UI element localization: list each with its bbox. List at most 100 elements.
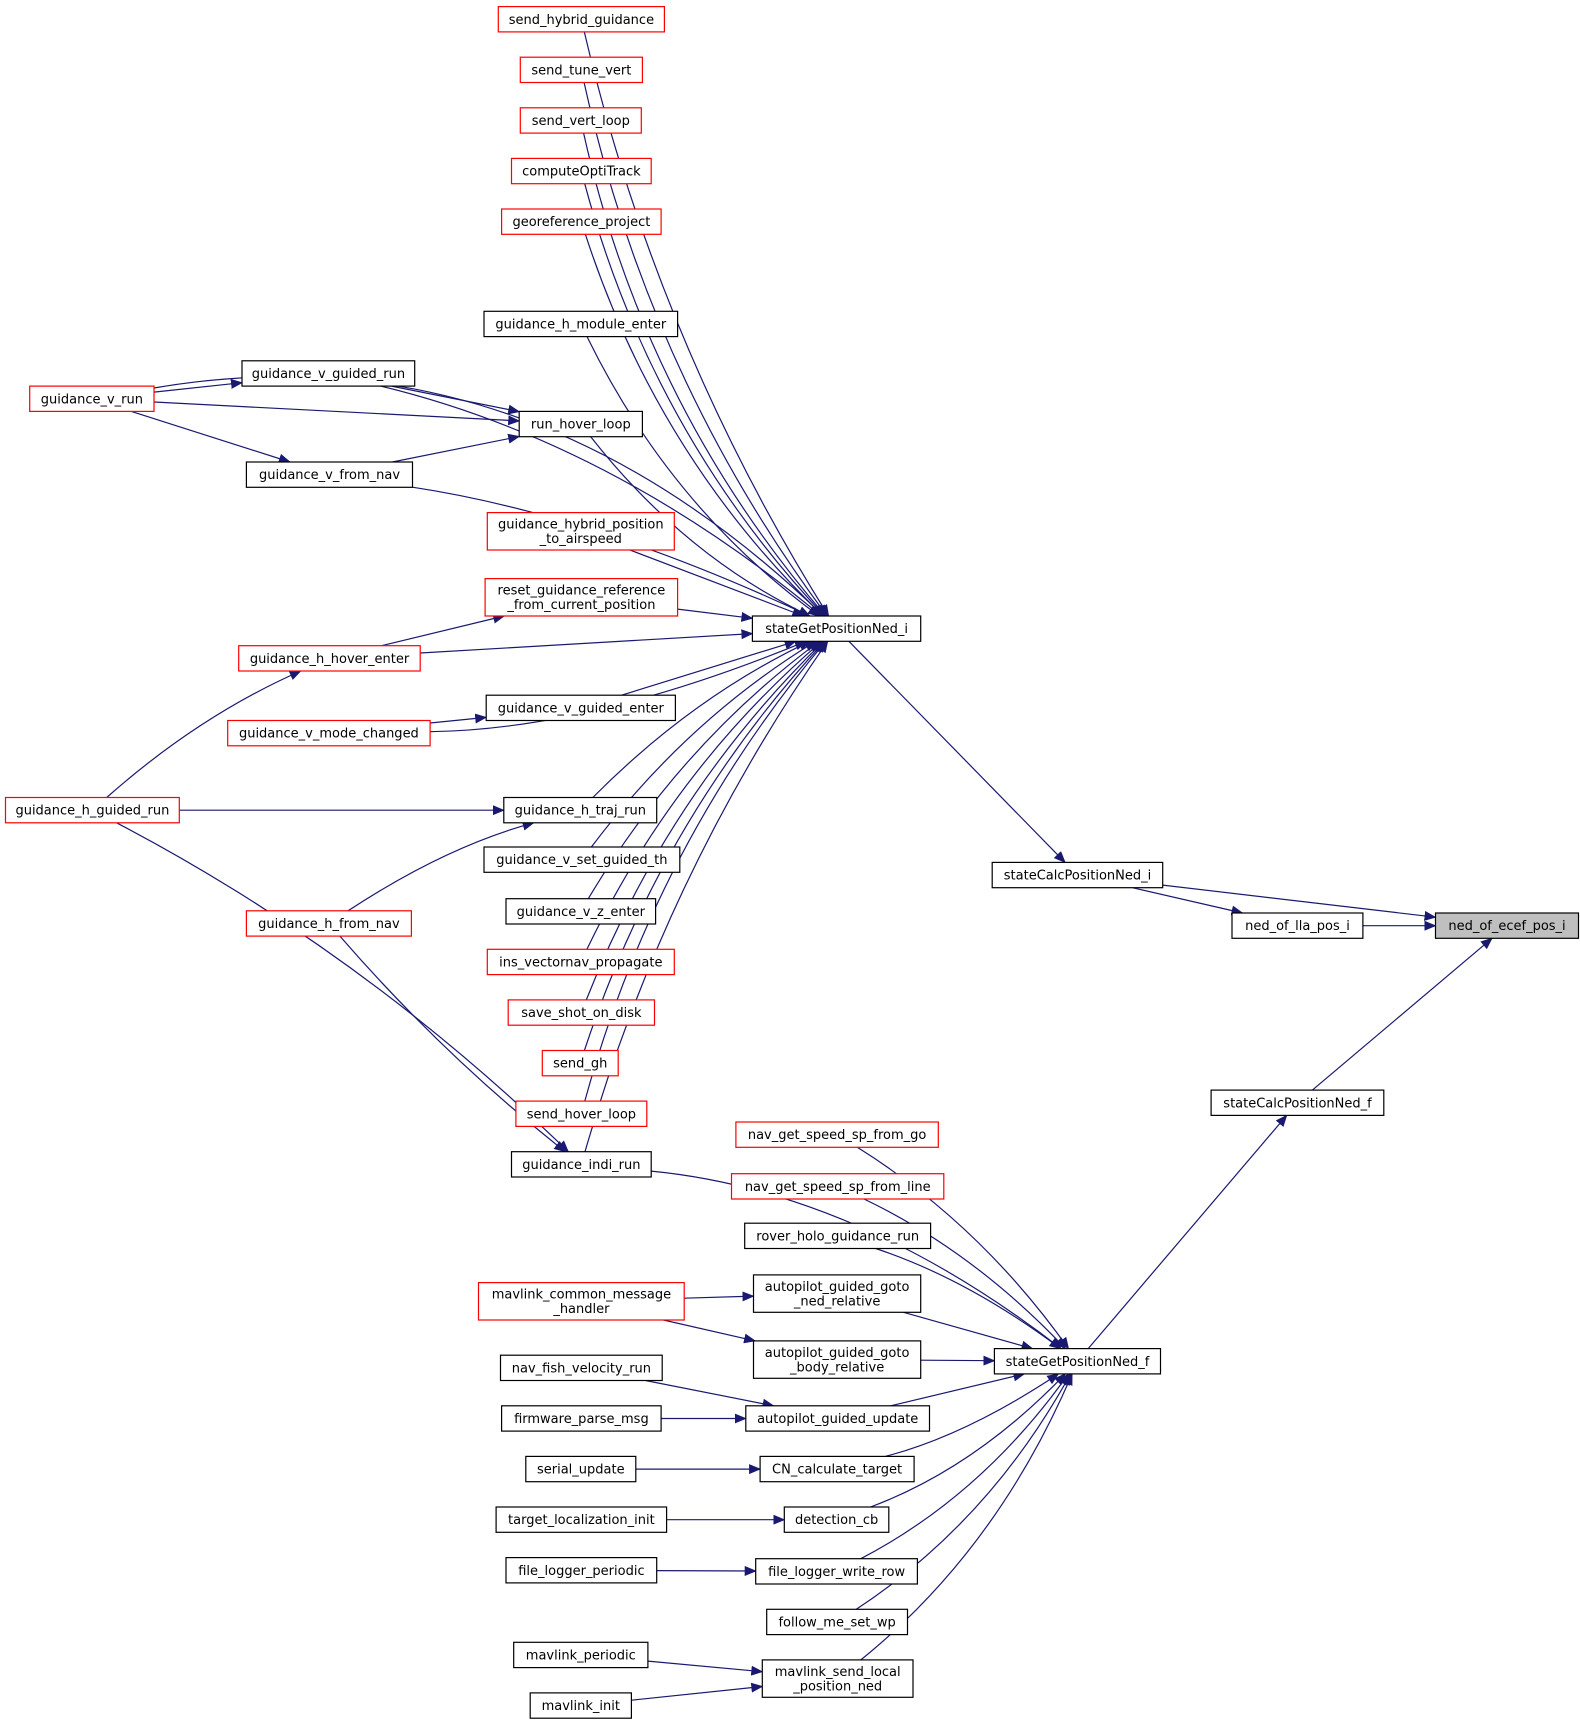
node-box xyxy=(484,577,679,617)
node-mavlink_periodic[interactable]: mavlink_periodic xyxy=(513,1641,649,1669)
node-stateCalcPositionNed_f[interactable]: stateCalcPositionNed_f xyxy=(1210,1089,1385,1116)
node-label: _from_current_position xyxy=(506,598,655,613)
node-save_shot_on_disk[interactable]: save_shot_on_disk xyxy=(507,999,656,1026)
edge-guidance_v_run-to-run_hover_loop xyxy=(153,401,521,426)
node-autopilot_guided_goto_body_relative[interactable]: autopilot_guided_goto_body_relative xyxy=(752,1340,922,1379)
node-label: guidance_indi_run xyxy=(522,1158,640,1173)
node-label: detection_cb xyxy=(795,1513,878,1528)
node-nav_get_speed_sp_from_go[interactable]: nav_get_speed_sp_from_go xyxy=(735,1121,939,1148)
node-guidance_h_hover_enter[interactable]: guidance_h_hover_enter xyxy=(238,645,421,672)
node-box xyxy=(541,1049,619,1077)
node-send_gh[interactable]: send_gh xyxy=(541,1049,619,1077)
node-guidance_h_guided_run[interactable]: guidance_h_guided_run xyxy=(4,796,180,824)
node-label: autopilot_guided_goto xyxy=(765,1280,910,1295)
node-label: nav_get_speed_sp_from_line xyxy=(745,1180,931,1195)
node-guidance_v_run[interactable]: guidance_v_run xyxy=(29,385,155,413)
node-rover_holo_guidance_run[interactable]: rover_holo_guidance_run xyxy=(744,1222,932,1250)
node-label: mavlink_init xyxy=(542,1699,620,1714)
node-box xyxy=(505,898,657,925)
node-box xyxy=(227,719,431,747)
node-box xyxy=(1231,912,1364,939)
node-firmware_parse_msg[interactable]: firmware_parse_msg xyxy=(501,1405,662,1432)
node-box xyxy=(783,1506,890,1533)
node-stateGetPositionNed_i[interactable]: stateGetPositionNed_i xyxy=(751,615,922,642)
node-file_logger_write_row[interactable]: file_logger_write_row xyxy=(755,1558,919,1585)
node-guidance_v_guided_run[interactable]: guidance_v_guided_run xyxy=(241,360,416,387)
node-send_hybrid_guidance[interactable]: send_hybrid_guidance xyxy=(497,5,665,33)
node-guidance_hybrid_position_to_airspeed[interactable]: guidance_hybrid_position_to_airspeed xyxy=(486,511,675,551)
node-reset_guidance_reference_from_current_position[interactable]: reset_guidance_reference_from_current_po… xyxy=(484,577,679,617)
node-box xyxy=(241,360,416,387)
node-box xyxy=(529,1692,633,1719)
node-send_tune_vert[interactable]: send_tune_vert xyxy=(519,56,643,84)
node-guidance_v_from_nav[interactable]: guidance_v_from_nav xyxy=(245,461,414,488)
node-run_hover_loop[interactable]: run_hover_loop xyxy=(518,410,644,438)
node-box xyxy=(483,310,679,338)
node-label: stateCalcPositionNed_i xyxy=(1004,869,1151,884)
node-guidance_h_module_enter[interactable]: guidance_h_module_enter xyxy=(483,310,679,338)
edge-nav_get_speed_sp_from_go-to-stateGetPositionNed_f xyxy=(856,1146,1070,1350)
node-box xyxy=(503,796,658,824)
node-mavlink_init[interactable]: mavlink_init xyxy=(529,1692,633,1719)
node-follow_me_set_wp[interactable]: follow_me_set_wp xyxy=(766,1608,909,1636)
edge-nav_get_speed_sp_from_line-to-stateGetPositionNed_f xyxy=(863,1198,1067,1350)
node-label: mavlink_common_message xyxy=(492,1288,671,1303)
node-box xyxy=(759,1455,915,1483)
node-label: guidance_hybrid_position xyxy=(498,518,664,533)
node-box xyxy=(519,56,643,84)
node-box xyxy=(1210,1089,1385,1116)
node-guidance_h_from_nav[interactable]: guidance_h_from_nav xyxy=(245,910,412,937)
node-label: ned_of_ecef_pos_i xyxy=(1448,919,1565,934)
edge-georeference_project-to-stateGetPositionNed_i xyxy=(584,234,825,617)
node-guidance_v_z_enter[interactable]: guidance_v_z_enter xyxy=(505,898,657,925)
node-autopilot_guided_update[interactable]: autopilot_guided_update xyxy=(745,1405,931,1432)
node-send_hover_loop[interactable]: send_hover_loop xyxy=(515,1100,648,1127)
node-target_localization_init[interactable]: target_localization_init xyxy=(495,1506,668,1533)
node-box xyxy=(485,694,677,722)
edge-stateGetPositionNed_i-to-stateCalcPositionNed_i xyxy=(848,640,1066,864)
node-georeference_project[interactable]: georeference_project xyxy=(501,208,662,235)
node-guidance_v_set_guided_th[interactable]: guidance_v_set_guided_th xyxy=(483,846,681,873)
node-ins_vectornav_propagate[interactable]: ins_vectornav_propagate xyxy=(486,948,675,976)
node-label: target_localization_init xyxy=(508,1513,655,1528)
node-label: stateGetPositionNed_f xyxy=(1006,1355,1150,1370)
node-box xyxy=(519,107,642,134)
node-box xyxy=(238,645,421,672)
node-guidance_h_traj_run[interactable]: guidance_h_traj_run xyxy=(503,796,658,824)
edge-guidance_h_guided_run-to-guidance_h_hover_enter xyxy=(106,670,302,798)
node-label: stateGetPositionNed_i xyxy=(765,622,908,637)
edge-follow_me_set_wp-to-stateGetPositionNed_f xyxy=(855,1373,1072,1610)
node-stateCalcPositionNed_i[interactable]: stateCalcPositionNed_i xyxy=(991,861,1164,889)
node-mavlink_common_message_handler[interactable]: mavlink_common_message_handler xyxy=(477,1281,685,1321)
node-send_vert_loop[interactable]: send_vert_loop xyxy=(519,107,642,134)
node-computeOptiTrack[interactable]: computeOptiTrack xyxy=(510,157,652,185)
node-label: guidance_h_traj_run xyxy=(515,804,646,819)
node-label: nav_fish_velocity_run xyxy=(512,1361,651,1376)
edge-autopilot_guided_goto_body_relative-to-stateGetPositionNed_f xyxy=(920,1355,996,1366)
node-nav_get_speed_sp_from_line[interactable]: nav_get_speed_sp_from_line xyxy=(730,1173,945,1200)
node-label: guidance_h_hover_enter xyxy=(250,652,410,667)
node-nav_fish_velocity_run[interactable]: nav_fish_velocity_run xyxy=(499,1354,663,1382)
node-ned_of_lla_pos_i[interactable]: ned_of_lla_pos_i xyxy=(1231,912,1364,939)
edge-mavlink_periodic-to-mavlink_send_local_position_ned xyxy=(647,1660,764,1676)
node-stateGetPositionNed_f[interactable]: stateGetPositionNed_f xyxy=(993,1347,1162,1375)
node-box xyxy=(486,511,675,551)
node-CN_calculate_target[interactable]: CN_calculate_target xyxy=(759,1455,915,1483)
edge-guidance_hybrid_position_to_airspeed-to-stateGetPositionNed_i xyxy=(629,549,805,617)
node-guidance_v_mode_changed[interactable]: guidance_v_mode_changed xyxy=(227,719,431,747)
node-detection_cb[interactable]: detection_cb xyxy=(783,1506,890,1533)
node-box xyxy=(735,1121,939,1148)
node-label: follow_me_set_wp xyxy=(778,1616,895,1631)
edge-guidance_v_from_nav-to-run_hover_loop xyxy=(392,433,521,463)
node-guidance_v_guided_enter[interactable]: guidance_v_guided_enter xyxy=(485,694,677,722)
node-serial_update[interactable]: serial_update xyxy=(525,1455,637,1483)
node-label: send_hybrid_guidance xyxy=(509,13,654,28)
node-mavlink_send_local_position_ned[interactable]: mavlink_send_local_position_ned xyxy=(761,1659,914,1698)
node-label: send_tune_vert xyxy=(531,63,631,78)
node-autopilot_guided_goto_ned_relative[interactable]: autopilot_guided_goto_ned_relative xyxy=(752,1274,922,1313)
node-box xyxy=(761,1659,914,1698)
node-guidance_indi_run[interactable]: guidance_indi_run xyxy=(510,1151,652,1178)
node-label: guidance_v_guided_enter xyxy=(498,701,665,716)
node-file_logger_periodic[interactable]: file_logger_periodic xyxy=(505,1556,658,1584)
node-box xyxy=(245,461,414,488)
